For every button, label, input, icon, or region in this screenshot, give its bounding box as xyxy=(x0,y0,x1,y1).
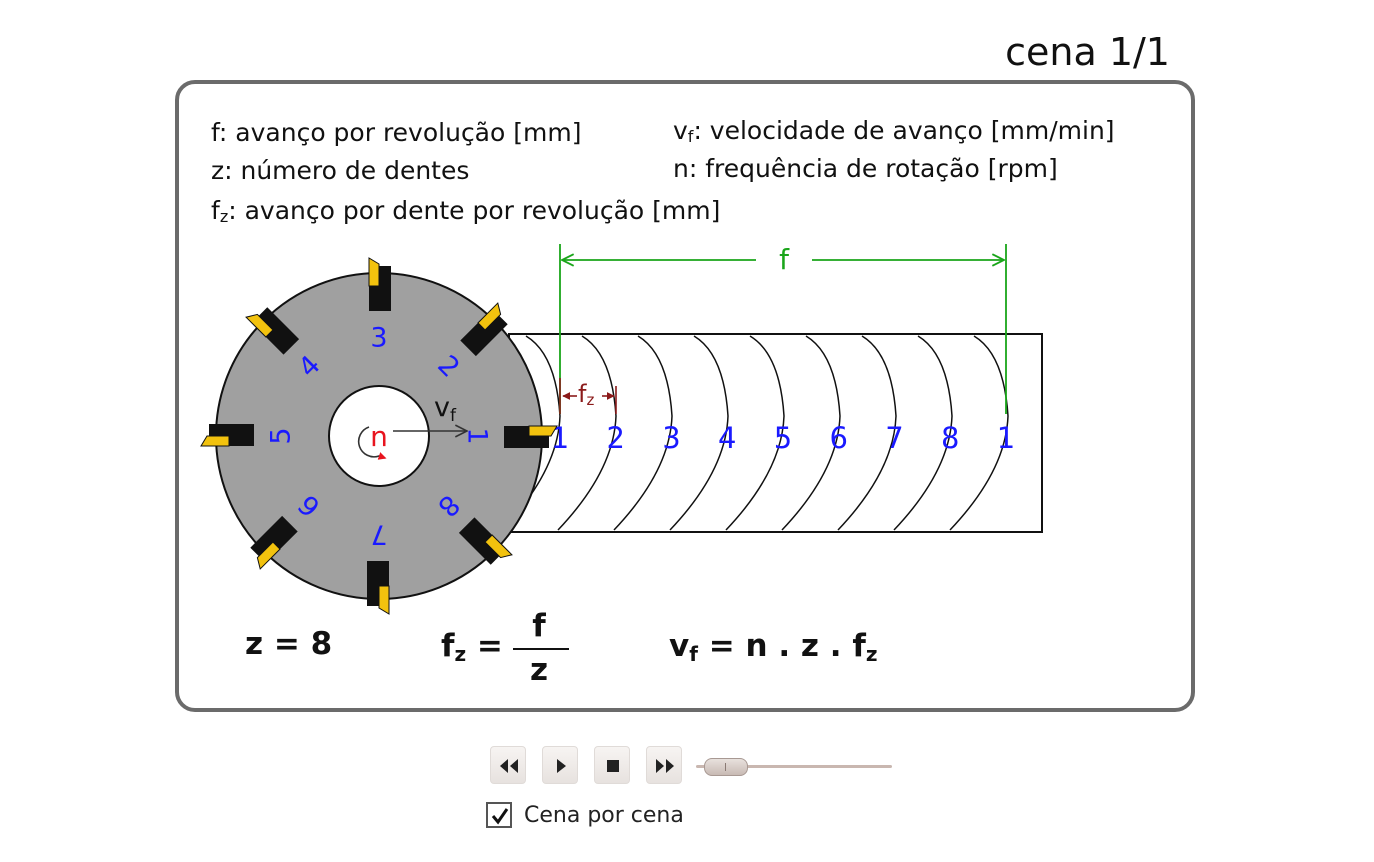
scene-counter: cena 1/1 xyxy=(1005,30,1170,74)
mark-number: 2 xyxy=(607,421,625,455)
fz-label: fz xyxy=(578,380,594,409)
legend-vf: vf: velocidade de avanço [mm/min] xyxy=(673,116,1115,146)
fast-forward-icon xyxy=(656,759,674,773)
cutter-insert xyxy=(367,561,390,615)
formula-fz-denominator: z xyxy=(530,652,548,688)
cutter-insert xyxy=(458,517,513,565)
cut-mark xyxy=(837,335,897,531)
mark-number: 3 xyxy=(662,421,680,455)
n-label: n xyxy=(370,420,388,453)
animation-panel: f: avanço por revolução [mm] z: número d… xyxy=(175,80,1195,712)
cut-mark xyxy=(781,335,841,531)
cutter-insert xyxy=(200,424,254,447)
cut-mark xyxy=(949,335,1009,531)
cutter-tooth-number: 7 xyxy=(370,519,387,550)
rewind-button[interactable] xyxy=(490,746,526,784)
cut-mark xyxy=(669,335,729,531)
progress-slider-thumb[interactable] xyxy=(703,758,748,776)
cutter-tooth-number: 3 xyxy=(370,323,387,354)
vf-label: vf xyxy=(434,392,457,426)
fast-forward-button[interactable] xyxy=(646,746,682,784)
formula-z: z = 8 xyxy=(245,626,332,662)
cutter-insert xyxy=(245,307,300,355)
f-dimension-label: f xyxy=(779,243,790,276)
cutter-tooth-number: 5 xyxy=(266,427,297,444)
cutter-bore xyxy=(328,385,430,487)
cut-mark xyxy=(557,335,617,531)
cutter-insert xyxy=(250,515,298,570)
mark-number: 8 xyxy=(941,421,959,455)
play-button[interactable] xyxy=(542,746,578,784)
stop-icon xyxy=(607,760,619,772)
legend-z: z: número de dentes xyxy=(211,156,469,185)
formula-fz-lhs: fz = xyxy=(441,628,503,666)
mark-number: 1 xyxy=(997,421,1015,455)
scene-by-scene-checkbox[interactable] xyxy=(486,802,512,828)
mark-number: 7 xyxy=(885,421,903,455)
legend-n: n: frequência de rotação [rpm] xyxy=(673,154,1058,183)
cutter-insert xyxy=(504,425,558,448)
mark-number: 6 xyxy=(830,421,848,455)
rotation-arrow-icon xyxy=(357,426,387,460)
milling-diagram: f: avanço por revolução [mm] z: número d… xyxy=(200,116,1115,688)
fz-dimension xyxy=(559,378,617,414)
mark-number: 4 xyxy=(718,421,736,455)
progress-slider-track[interactable] xyxy=(696,765,892,768)
cutter-tooth-number: 1 xyxy=(462,427,493,444)
cut-mark xyxy=(893,335,953,531)
rewind-icon xyxy=(500,759,518,773)
checkmark-icon xyxy=(491,808,509,825)
formula-vf: vf = n . z . fz xyxy=(669,628,877,666)
cutter-insert xyxy=(460,302,508,357)
workpiece xyxy=(508,333,1043,533)
stop-button[interactable] xyxy=(594,746,630,784)
mark-number: 5 xyxy=(774,421,792,455)
scene-by-scene-label: Cena por cena xyxy=(524,803,684,828)
cut-mark xyxy=(725,335,785,531)
play-icon xyxy=(557,759,566,773)
legend-f: f: avanço por revolução [mm] xyxy=(211,118,581,147)
legend-fz: fz: avanço por dente por revolução [mm] xyxy=(211,196,720,226)
cutter-insert xyxy=(368,257,391,311)
cut-mark xyxy=(613,335,673,531)
formula-fz-numerator: f xyxy=(532,608,546,644)
